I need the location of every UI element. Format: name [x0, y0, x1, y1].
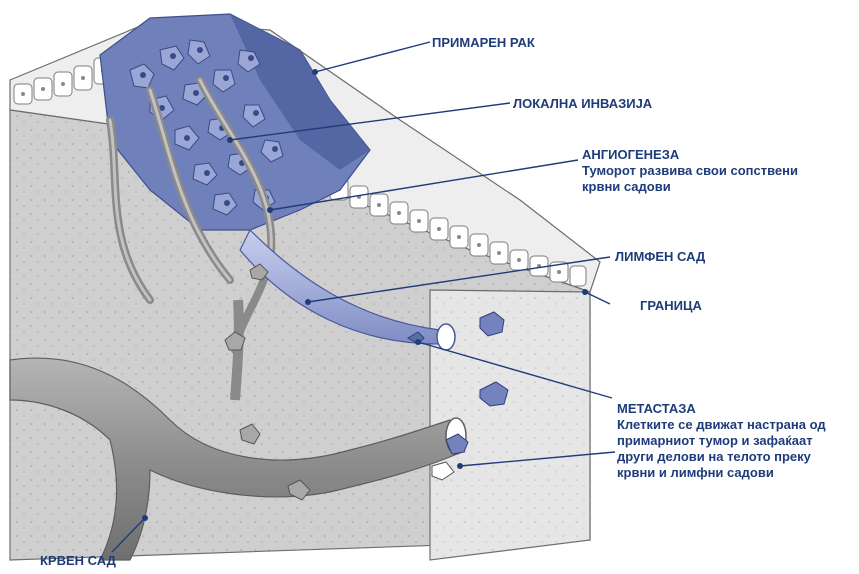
angiogenesis-title: АНГИОГЕНЕЗА	[582, 147, 798, 163]
metastasis-line4: крвни и лимфни садови	[617, 465, 826, 481]
label-angiogenesis: АНГИОГЕНЕЗА Туморот развива свои сопстве…	[582, 147, 798, 195]
label-metastasis: МЕТАСТАЗА Клетките се движат настрана од…	[617, 401, 826, 481]
label-local-invasion: ЛОКАЛНА ИНВАЗИЈА	[513, 96, 652, 112]
label-primary-cancer: ПРИМАРЕН РАК	[432, 35, 535, 51]
metastasis-line2: примарниот тумор и зафаќаат	[617, 433, 826, 449]
label-blood-vessel: КРВЕН САД	[40, 553, 116, 569]
label-lymph-vessel: ЛИМФЕН САД	[615, 249, 705, 265]
metastasis-title: МЕТАСТАЗА	[617, 401, 826, 417]
angiogenesis-line1: Туморот развива свои сопствени	[582, 163, 798, 179]
angiogenesis-line2: крвни садови	[582, 179, 798, 195]
label-boundary: ГРАНИЦА	[640, 298, 702, 314]
metastasis-line1: Клетките се движат настрана од	[617, 417, 826, 433]
metastasis-line3: други делови на телото преку	[617, 449, 826, 465]
